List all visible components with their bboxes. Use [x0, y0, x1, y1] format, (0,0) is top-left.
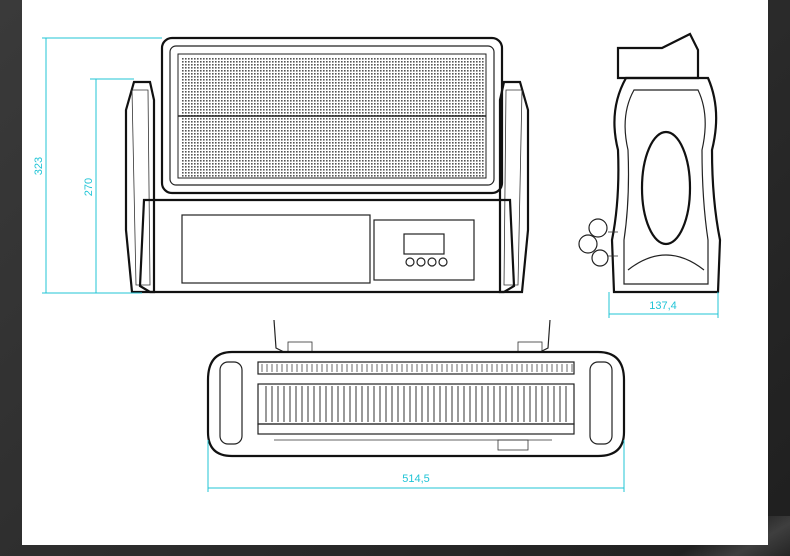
front-right-arm [498, 80, 530, 294]
front-view [124, 36, 530, 294]
front-dimensions: 323 270 [33, 37, 162, 294]
side-dimensions: 137,4 [608, 292, 719, 318]
side-oval-panel [640, 130, 692, 246]
bottom-left-cap [219, 361, 243, 445]
front-display-screen [403, 233, 445, 255]
bottom-view [206, 319, 626, 458]
technical-drawing: 323 270 137,4 [33, 32, 722, 492]
front-head [160, 36, 504, 195]
bottom-right-cap [589, 361, 613, 445]
front-left-arm [124, 80, 156, 294]
bottom-dimensions: 514,5 [207, 440, 625, 492]
front-button-4 [438, 257, 448, 267]
dimension-bottom-width: 514,5 [402, 473, 430, 485]
side-knob-1 [588, 218, 608, 238]
side-view [578, 32, 722, 294]
front-base [138, 198, 516, 294]
side-knob-3 [591, 249, 609, 267]
side-knob-2 [578, 234, 598, 254]
front-button-3 [427, 257, 437, 267]
bottom-body [206, 350, 626, 458]
dimension-side-depth: 137,4 [649, 300, 677, 312]
dimension-front-height-head: 270 [83, 178, 95, 196]
front-button-2 [416, 257, 426, 267]
technical-drawing-sheet: 323 270 137,4 [22, 0, 768, 545]
front-button-1 [405, 257, 415, 267]
dimension-front-height-total: 323 [33, 157, 45, 175]
side-top-handle [616, 32, 700, 80]
